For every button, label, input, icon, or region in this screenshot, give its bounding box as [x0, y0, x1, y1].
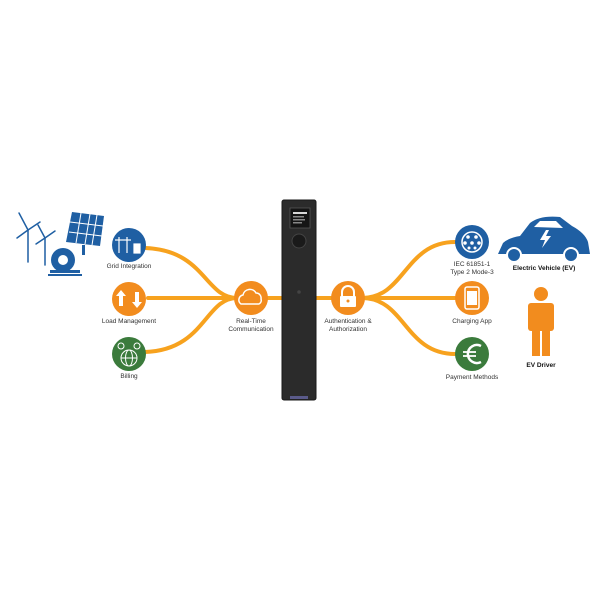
real-time-communication-label: Real-Time Communication [228, 318, 273, 334]
load-management-node [112, 282, 146, 316]
real-time-communication-label-line1: Real-Time [228, 318, 273, 326]
ev-driver-label: EV Driver [526, 362, 555, 370]
authentication-authorization-label-line1: Authentication & [324, 318, 371, 326]
electric-car-icon [498, 217, 590, 262]
grid-integration-label: Grid Integration [107, 263, 152, 271]
charger-socket [292, 234, 306, 248]
iec-standard-label-line2: Type 2 Mode-3 [450, 269, 493, 277]
curve-billing-to-cloud [145, 298, 237, 352]
hydro-wheel-icon [48, 248, 82, 276]
charging-station-icon [282, 200, 316, 400]
real-time-communication-hub [234, 281, 268, 315]
charger-screen [290, 208, 310, 228]
curve-lock-to-euro [362, 298, 455, 354]
curve-grid-to-cloud [145, 248, 237, 298]
electric-vehicle-label: Electric Vehicle (EV) [513, 265, 576, 273]
iec-standard-node [455, 225, 489, 259]
payment-methods-label: Payment Methods [446, 374, 498, 382]
authentication-authorization-label: Authentication & Authorization [324, 318, 371, 334]
authentication-authorization-label-line2: Authorization [324, 326, 371, 334]
charging-app-node [455, 281, 489, 315]
iec-standard-label-line1: IEC 61851-1 [450, 261, 493, 269]
payment-methods-node [455, 337, 489, 371]
real-time-communication-label-line2: Communication [228, 326, 273, 334]
grid-integration-node [112, 228, 146, 262]
iec-standard-label: IEC 61851-1 Type 2 Mode-3 [450, 261, 493, 277]
load-management-label: Load Management [102, 318, 156, 326]
charger-led [297, 290, 301, 294]
authentication-authorization-hub [331, 281, 365, 315]
renewable-energy-icon [17, 212, 104, 276]
person-icon [528, 287, 554, 356]
wind-turbine-icon [17, 213, 55, 265]
charging-app-label: Charging App [452, 318, 491, 326]
billing-node [112, 337, 146, 371]
billing-label: Billing [120, 373, 137, 381]
curve-lock-to-iec [362, 242, 455, 298]
